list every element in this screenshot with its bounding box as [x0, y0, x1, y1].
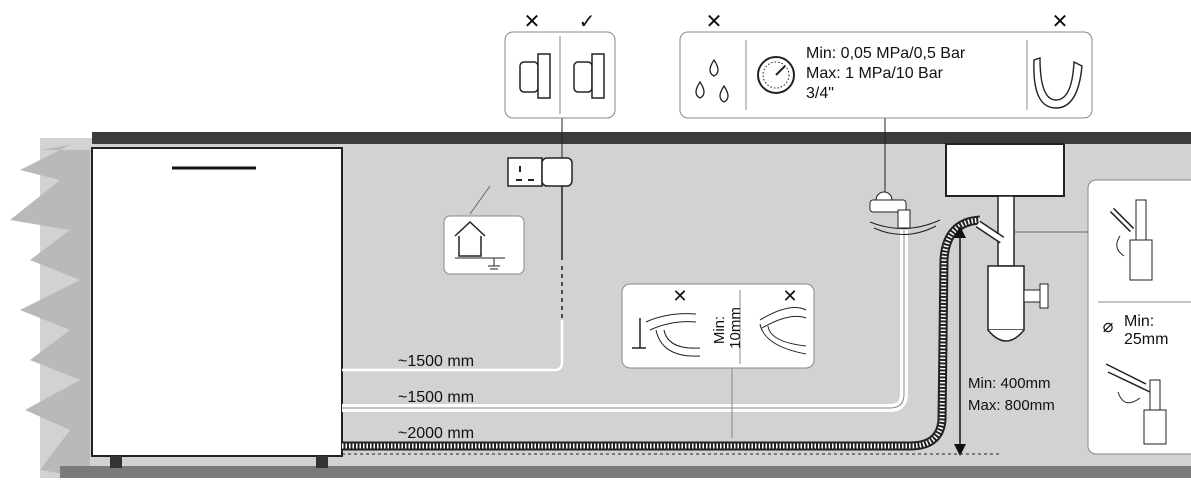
thread-size-text: 3/4" [806, 85, 834, 102]
siphon-connect-icon [1109, 199, 1153, 281]
diameter-symbol: ⌀ [1103, 316, 1114, 336]
power-cable [342, 118, 564, 372]
hose-kink-wrong-icon [759, 307, 807, 355]
hose-icon [1033, 57, 1083, 109]
hose-bend-callout [621, 283, 815, 438]
siphon-callout [1087, 179, 1191, 455]
pressure-min-text: Min: 0,05 MPa/0,5 Bar [806, 45, 966, 62]
bend-min-value: 10mm [727, 307, 744, 349]
dishwasher [91, 147, 343, 468]
wall-socket [507, 157, 573, 187]
plug-wrong-icon [519, 53, 551, 99]
water-left-mark: ✕ [706, 11, 723, 33]
water-tap-icon [869, 118, 941, 236]
water-supply-callout [679, 31, 1093, 119]
hose-bend-wrong-icon [632, 313, 701, 357]
plug-wrong-mark: ✕ [524, 11, 541, 33]
countertop [92, 132, 1191, 144]
earth-ground-icon [443, 185, 525, 275]
pressure-gauge-icon [757, 56, 795, 94]
drain-hose-length: ~2000 mm [398, 425, 474, 442]
plug-right-icon [573, 53, 605, 99]
bend-left-mark: ✕ [672, 286, 687, 306]
siphon-min-value: 25mm [1124, 331, 1168, 348]
water-right-mark: ✕ [1052, 11, 1069, 33]
power-cable-length: ~1500 mm [398, 353, 474, 370]
drain-hose [342, 215, 1000, 455]
drain-height-arrow [954, 226, 966, 456]
siphon-min-label: Min: [1124, 313, 1154, 330]
floor [60, 466, 1191, 478]
power-plug-callout [504, 31, 616, 119]
pressure-max-text: Max: 1 MPa/10 Bar [806, 65, 944, 82]
drain-height-min: Min: 400mm [968, 375, 1051, 392]
drain-height-max: Max: 800mm [968, 397, 1055, 414]
inlet-hose [342, 230, 908, 412]
plug-right-mark: ✓ [579, 11, 596, 33]
bend-min-label: Min: [711, 316, 728, 344]
siphon-cut-icon [1105, 363, 1167, 445]
inlet-hose-length: ~1500 mm [398, 389, 474, 406]
bend-right-mark: ✕ [782, 286, 797, 306]
water-drops-icon [695, 58, 729, 103]
sink-and-siphon [945, 143, 1088, 342]
